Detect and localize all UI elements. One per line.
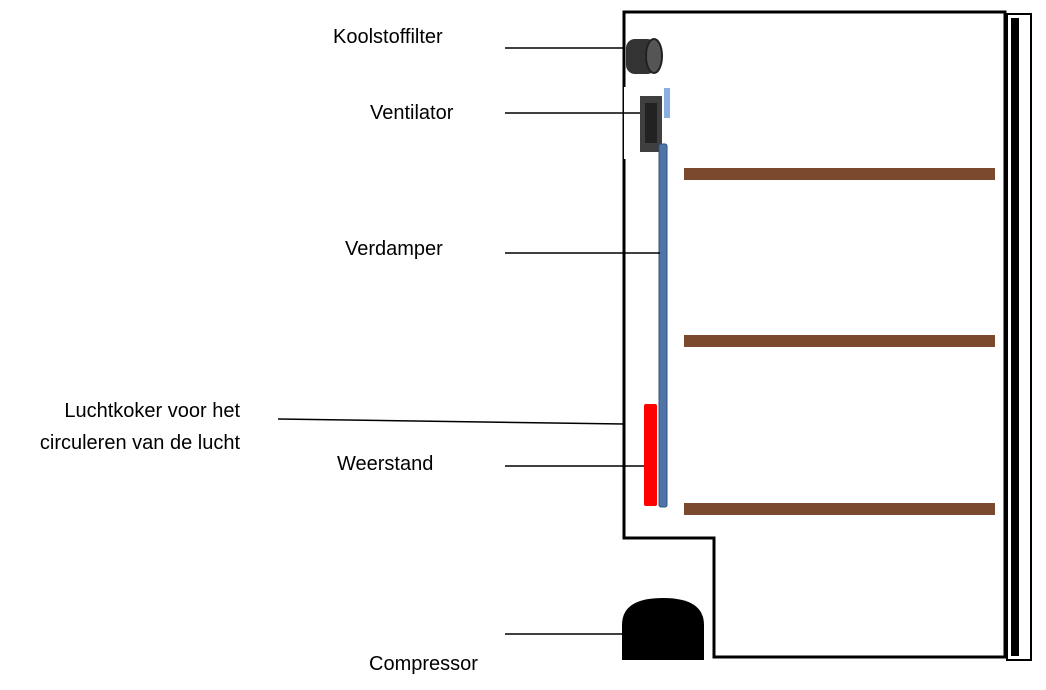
compressor (622, 598, 704, 660)
label-compressor: Compressor (369, 653, 478, 675)
label-ventilator: Ventilator (370, 102, 454, 124)
shelf (684, 335, 995, 347)
shelf (684, 168, 995, 180)
cabinet-outline (622, 10, 1007, 659)
label-luchtkoker-line2: circuleren van de lucht (39, 432, 240, 454)
evaporator (658, 143, 668, 508)
ventilator (624, 87, 670, 159)
heater (644, 404, 657, 506)
leader-line-luchtkoker (277, 418, 625, 425)
carbon-filter (626, 38, 663, 74)
label-verdamper: Verdamper (345, 238, 443, 260)
shelf (684, 503, 995, 515)
label-koolstoffilter: Koolstoffilter (333, 26, 443, 48)
door-seal (1011, 18, 1019, 656)
label-luchtkoker-line1: Luchtkoker voor het (64, 400, 240, 422)
label-weerstand: Weerstand (337, 453, 434, 475)
